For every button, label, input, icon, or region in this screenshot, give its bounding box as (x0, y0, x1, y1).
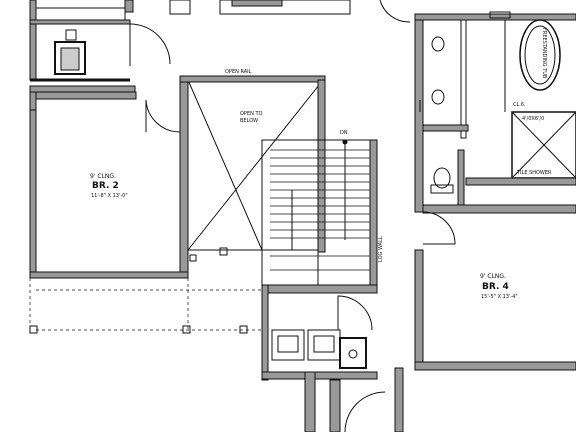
open-rail-label: OPEN RAIL (225, 69, 252, 75)
wall-bottom-hall-2 (329, 379, 341, 432)
wall-mid (29, 85, 136, 93)
wall-stub (124, 0, 134, 13)
dn-dot (342, 139, 348, 145)
stair-enclosure (261, 139, 373, 286)
log-wall-label: LOG WALL (378, 236, 384, 262)
wall-br2-top (35, 91, 137, 100)
washer (271, 329, 305, 361)
closet-label: CL.6. (513, 102, 526, 108)
wall-br2-left (29, 91, 37, 278)
appliance-box (54, 41, 86, 75)
sink-drain (348, 349, 358, 359)
washer-lid (277, 335, 299, 353)
toilet-tank (430, 184, 454, 194)
wall-br2-right (179, 79, 189, 278)
wall-vanity-bottom (422, 124, 469, 132)
post-5 (189, 254, 197, 262)
open-diag-2 (187, 79, 324, 251)
door-swing-br4 (422, 211, 456, 245)
door-swing-bottom (344, 391, 386, 432)
door-swing-closet (129, 23, 171, 65)
br4-size: 15'-5" X 13'-4" (481, 294, 518, 300)
wall-laundry-bottom (261, 371, 378, 380)
vanity-mirror (460, 19, 467, 139)
br2-size: 11'-8" X 13'-0" (91, 193, 128, 199)
wall-bath-top (414, 13, 576, 21)
post-4 (219, 247, 228, 256)
wall-bath-left (414, 13, 424, 213)
porch-outline (29, 278, 262, 331)
open-to-below-line1: OPEN TO (240, 111, 262, 117)
freestanding-tub-label: FREESTANDING TUB (541, 28, 547, 79)
open-rail-wall (179, 75, 326, 83)
tile-shower-label: TILE SHOWER (516, 170, 552, 176)
wall-top-center (169, 0, 191, 15)
wall-top-center-3 (231, 0, 283, 7)
post-3 (239, 325, 248, 334)
wall-closet-top-2 (29, 19, 131, 25)
sink-2 (431, 89, 445, 105)
shower-diag-2 (511, 111, 576, 179)
sink-1 (431, 36, 445, 52)
vanity (422, 19, 462, 126)
tub-inner (524, 25, 556, 85)
br4-name: BR. 4 (482, 282, 509, 292)
open-diag-1 (187, 79, 263, 251)
toilet-stall-wall (457, 149, 465, 206)
wall-laundry-left (261, 284, 269, 381)
wall-br4-bottom (414, 361, 576, 371)
freestanding-tub (519, 19, 561, 91)
toilet-bowl (433, 167, 451, 189)
post-2 (182, 325, 191, 334)
wall-bath-bottom (422, 204, 576, 214)
wall-bottom-hall (304, 371, 316, 432)
laundry-sink (339, 337, 367, 369)
wall-landing (261, 284, 378, 294)
appliance-top (65, 29, 77, 41)
door-swing-br2 (145, 99, 181, 133)
wall-closet-top (29, 0, 37, 81)
bath-top-stub (489, 11, 511, 19)
br2-ceiling: 9' CLNG. (90, 173, 116, 180)
wall-br2-bottom (29, 271, 189, 279)
br4-ceiling: 9' CLNG. (480, 273, 506, 280)
wall-br4-left (414, 249, 424, 369)
dryer-lid (313, 335, 335, 353)
appliance-inner (60, 47, 80, 71)
wall-top-center-2 (219, 0, 351, 15)
dryer (307, 329, 341, 361)
br2-name: BR. 2 (92, 181, 119, 191)
post-1 (29, 325, 38, 334)
stair-wall-right (369, 139, 378, 286)
open-to-below-line2: BELOW (240, 118, 258, 124)
door-swing-top (379, 0, 411, 23)
wall-bottom-right (394, 367, 404, 432)
wall-shower-bottom (465, 177, 576, 186)
down-label: DN (340, 130, 348, 136)
door-swing-laundry (337, 295, 373, 331)
shower-glass-label: 4'/0X6'/0 (522, 116, 544, 122)
stair-treads (270, 149, 370, 271)
